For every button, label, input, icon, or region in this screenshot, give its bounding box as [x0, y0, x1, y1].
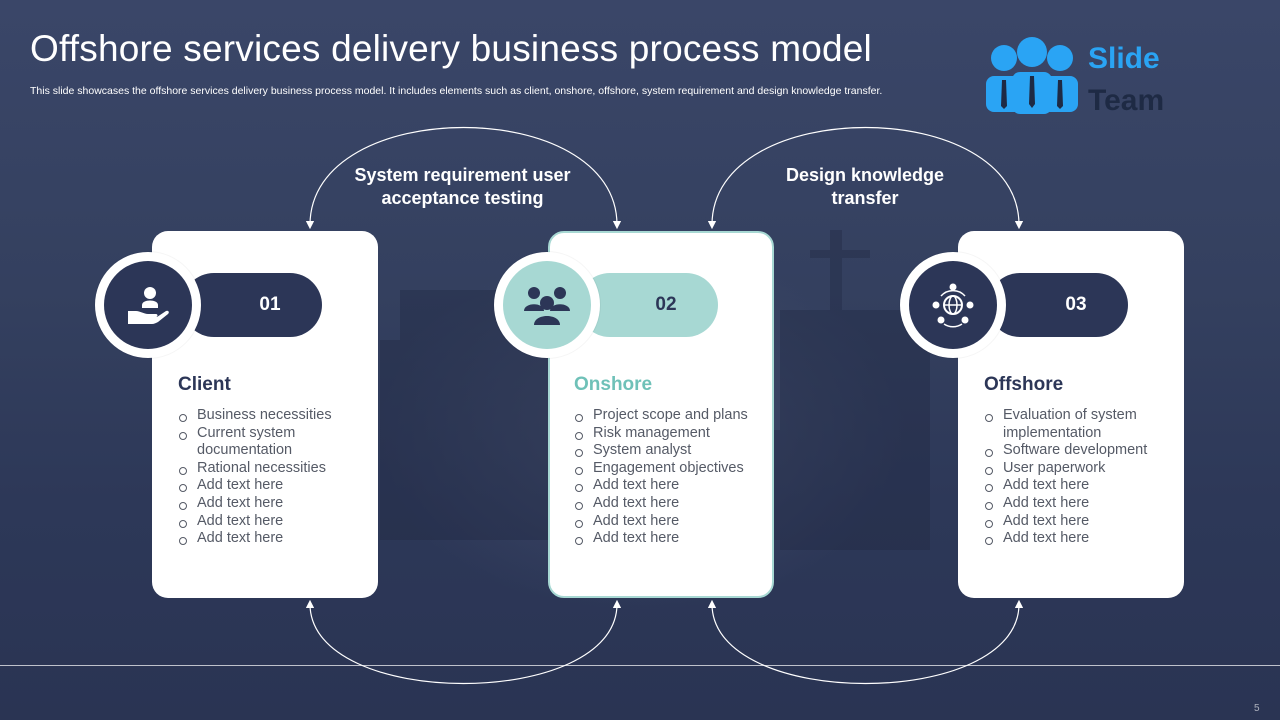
step-number-pill: 03 — [988, 273, 1128, 337]
page-number: 5 — [1254, 703, 1260, 714]
card-title: Onshore — [574, 374, 653, 395]
list-item: Business necessities — [178, 407, 368, 425]
slide-title: Offshore services delivery business proc… — [30, 28, 872, 69]
team-group-icon — [524, 287, 570, 325]
list-item: Add text here — [178, 477, 368, 495]
list-item: Add text here — [574, 495, 764, 513]
list-item: Current system documentation — [178, 425, 368, 460]
client-list: Business necessities Current system docu… — [178, 407, 368, 548]
offshore-list: Evaluation of system implementation Soft… — [984, 407, 1174, 548]
footer-divider — [0, 665, 1280, 666]
list-item: Add text here — [574, 513, 764, 531]
list-item: Add text here — [178, 513, 368, 531]
list-item: Add text here — [984, 530, 1174, 548]
slide-subtitle: This slide showcases the offshore servic… — [30, 85, 883, 97]
list-item: Add text here — [574, 530, 764, 548]
globe-network-icon — [932, 283, 974, 328]
list-item: System analyst — [574, 442, 764, 460]
card-title: Offshore — [984, 374, 1064, 395]
list-item: Add text here — [984, 495, 1174, 513]
list-item: Add text here — [574, 477, 764, 495]
arc-label-design-knowledge: Design knowledge transfer — [785, 165, 945, 208]
list-item: Project scope and plans — [574, 407, 764, 425]
list-item: Engagement objectives — [574, 460, 764, 478]
list-item: Risk management — [574, 425, 764, 443]
people-group-icon — [986, 37, 1078, 114]
step-number-pill: 02 — [578, 273, 718, 337]
logo-text-slide: Slide — [1088, 42, 1160, 75]
list-item: Rational necessities — [178, 460, 368, 478]
card-title: Client — [178, 374, 231, 395]
client-badge — [95, 252, 201, 358]
list-item: Add text here — [984, 477, 1174, 495]
step-number-pill: 01 — [182, 273, 322, 337]
offshore-badge — [900, 252, 1006, 358]
onshore-list: Project scope and plans Risk management … — [574, 407, 764, 548]
hand-with-person-icon — [128, 287, 169, 324]
list-item: User paperwork — [984, 460, 1174, 478]
list-item: Evaluation of system implementation — [984, 407, 1174, 442]
list-item: Add text here — [178, 530, 368, 548]
logo-text-team: Team — [1088, 84, 1165, 117]
list-item: Add text here — [178, 495, 368, 513]
list-item: Add text here — [984, 513, 1174, 531]
onshore-badge — [494, 252, 600, 358]
arc-label-system-requirement: System requirement user acceptance testi… — [354, 165, 571, 208]
list-item: Software development — [984, 442, 1174, 460]
